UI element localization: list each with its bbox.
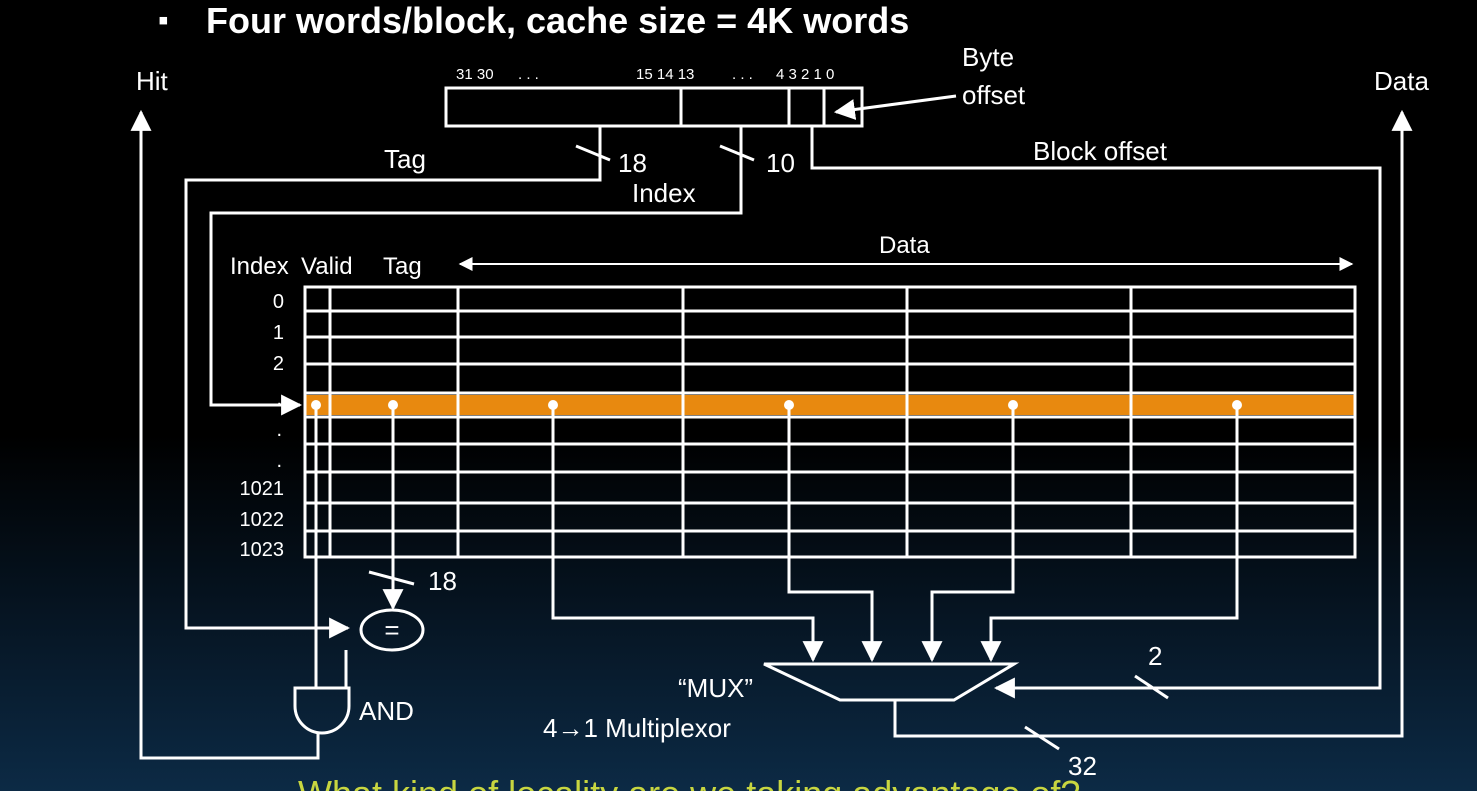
data-output-wire <box>893 109 1413 738</box>
and-label: AND <box>359 696 414 726</box>
and-gate <box>293 686 351 735</box>
col-tag-label: Tag <box>383 253 422 280</box>
word1-wire <box>787 405 883 663</box>
cache-table-row-lines <box>305 309 1355 533</box>
word0-wire <box>551 405 824 663</box>
bit-label-15-14-13: 15 14 13 <box>636 66 694 83</box>
stored-tag-width-label: 18 <box>428 566 457 596</box>
row-label-1023: 1023 <box>240 539 285 561</box>
data-label: Data <box>1374 66 1429 96</box>
bit-label-4-0: 4 3 2 1 0 <box>776 66 834 83</box>
slide-title: Four words/block, cache size = 4K words <box>206 0 909 41</box>
row-label-1022: 1022 <box>240 509 285 531</box>
col-index-label: Index <box>230 253 289 280</box>
bit-label-dots-1: . . . <box>518 66 539 83</box>
hit-label: Hit <box>136 66 169 96</box>
byte-offset-label-line2: offset <box>962 80 1026 110</box>
block-offset-wire <box>810 126 1382 699</box>
cache-table-frame <box>303 285 1357 559</box>
tag-width-slash <box>575 144 611 162</box>
output-width-slash <box>1024 725 1060 751</box>
row-label-dot-1: . <box>276 388 282 410</box>
cache-table: 0 1 2 . . . 1021 1022 1023 <box>240 285 1357 561</box>
data-word-wires <box>548 400 1242 663</box>
select-width-label: 2 <box>1148 641 1162 671</box>
bit-label-dots-2: . . . <box>732 66 753 83</box>
index-label: Index <box>632 178 696 208</box>
row-label-dot-2: . <box>276 419 282 441</box>
index-wire <box>209 126 743 416</box>
tag-comparator <box>359 608 425 652</box>
col-valid-label: Valid <box>301 253 353 280</box>
address-box <box>444 86 864 128</box>
bit-label-31-30: 31 30 <box>456 66 494 83</box>
index-width-slash <box>719 144 755 162</box>
block-offset-label: Block offset <box>1033 136 1168 166</box>
word2-wire <box>921 405 1015 663</box>
byte-offset-label-line1: Byte <box>962 42 1014 72</box>
stored-tag-width-slash <box>368 570 415 586</box>
mux-label: “MUX” <box>678 673 753 703</box>
byte-offset-arrow <box>833 94 957 120</box>
output-width-label: 32 <box>1068 751 1097 781</box>
selected-row-highlight <box>305 395 1355 415</box>
multiplexor <box>763 662 1020 702</box>
row-label-1: 1 <box>273 322 284 344</box>
row-label-2: 2 <box>273 353 284 375</box>
select-width-slash <box>1134 674 1169 700</box>
mux-sublabel: 4→1 Multiplexor <box>543 713 731 743</box>
index-width-label: 10 <box>766 148 795 178</box>
row-label-0: 0 <box>273 291 284 313</box>
footer-question: What kind of locality are we taking adva… <box>298 773 1080 791</box>
tag-wire <box>184 126 602 639</box>
address-register: 31 30 . . . 15 14 13 . . . 4 3 2 1 0 <box>444 66 864 128</box>
valid-tap-dot <box>311 400 321 410</box>
row-label-1021: 1021 <box>240 478 285 500</box>
comparator-label: = <box>384 615 399 645</box>
tag-tap-dot <box>388 400 398 410</box>
col-data-label: Data <box>879 232 930 259</box>
title-bullet: ▪ <box>158 4 169 37</box>
tag-label: Tag <box>384 144 426 174</box>
row-label-dot-3: . <box>276 450 282 472</box>
hit-output-wire <box>130 109 320 760</box>
word3-wire <box>980 405 1239 663</box>
tag-width-label: 18 <box>618 148 647 178</box>
